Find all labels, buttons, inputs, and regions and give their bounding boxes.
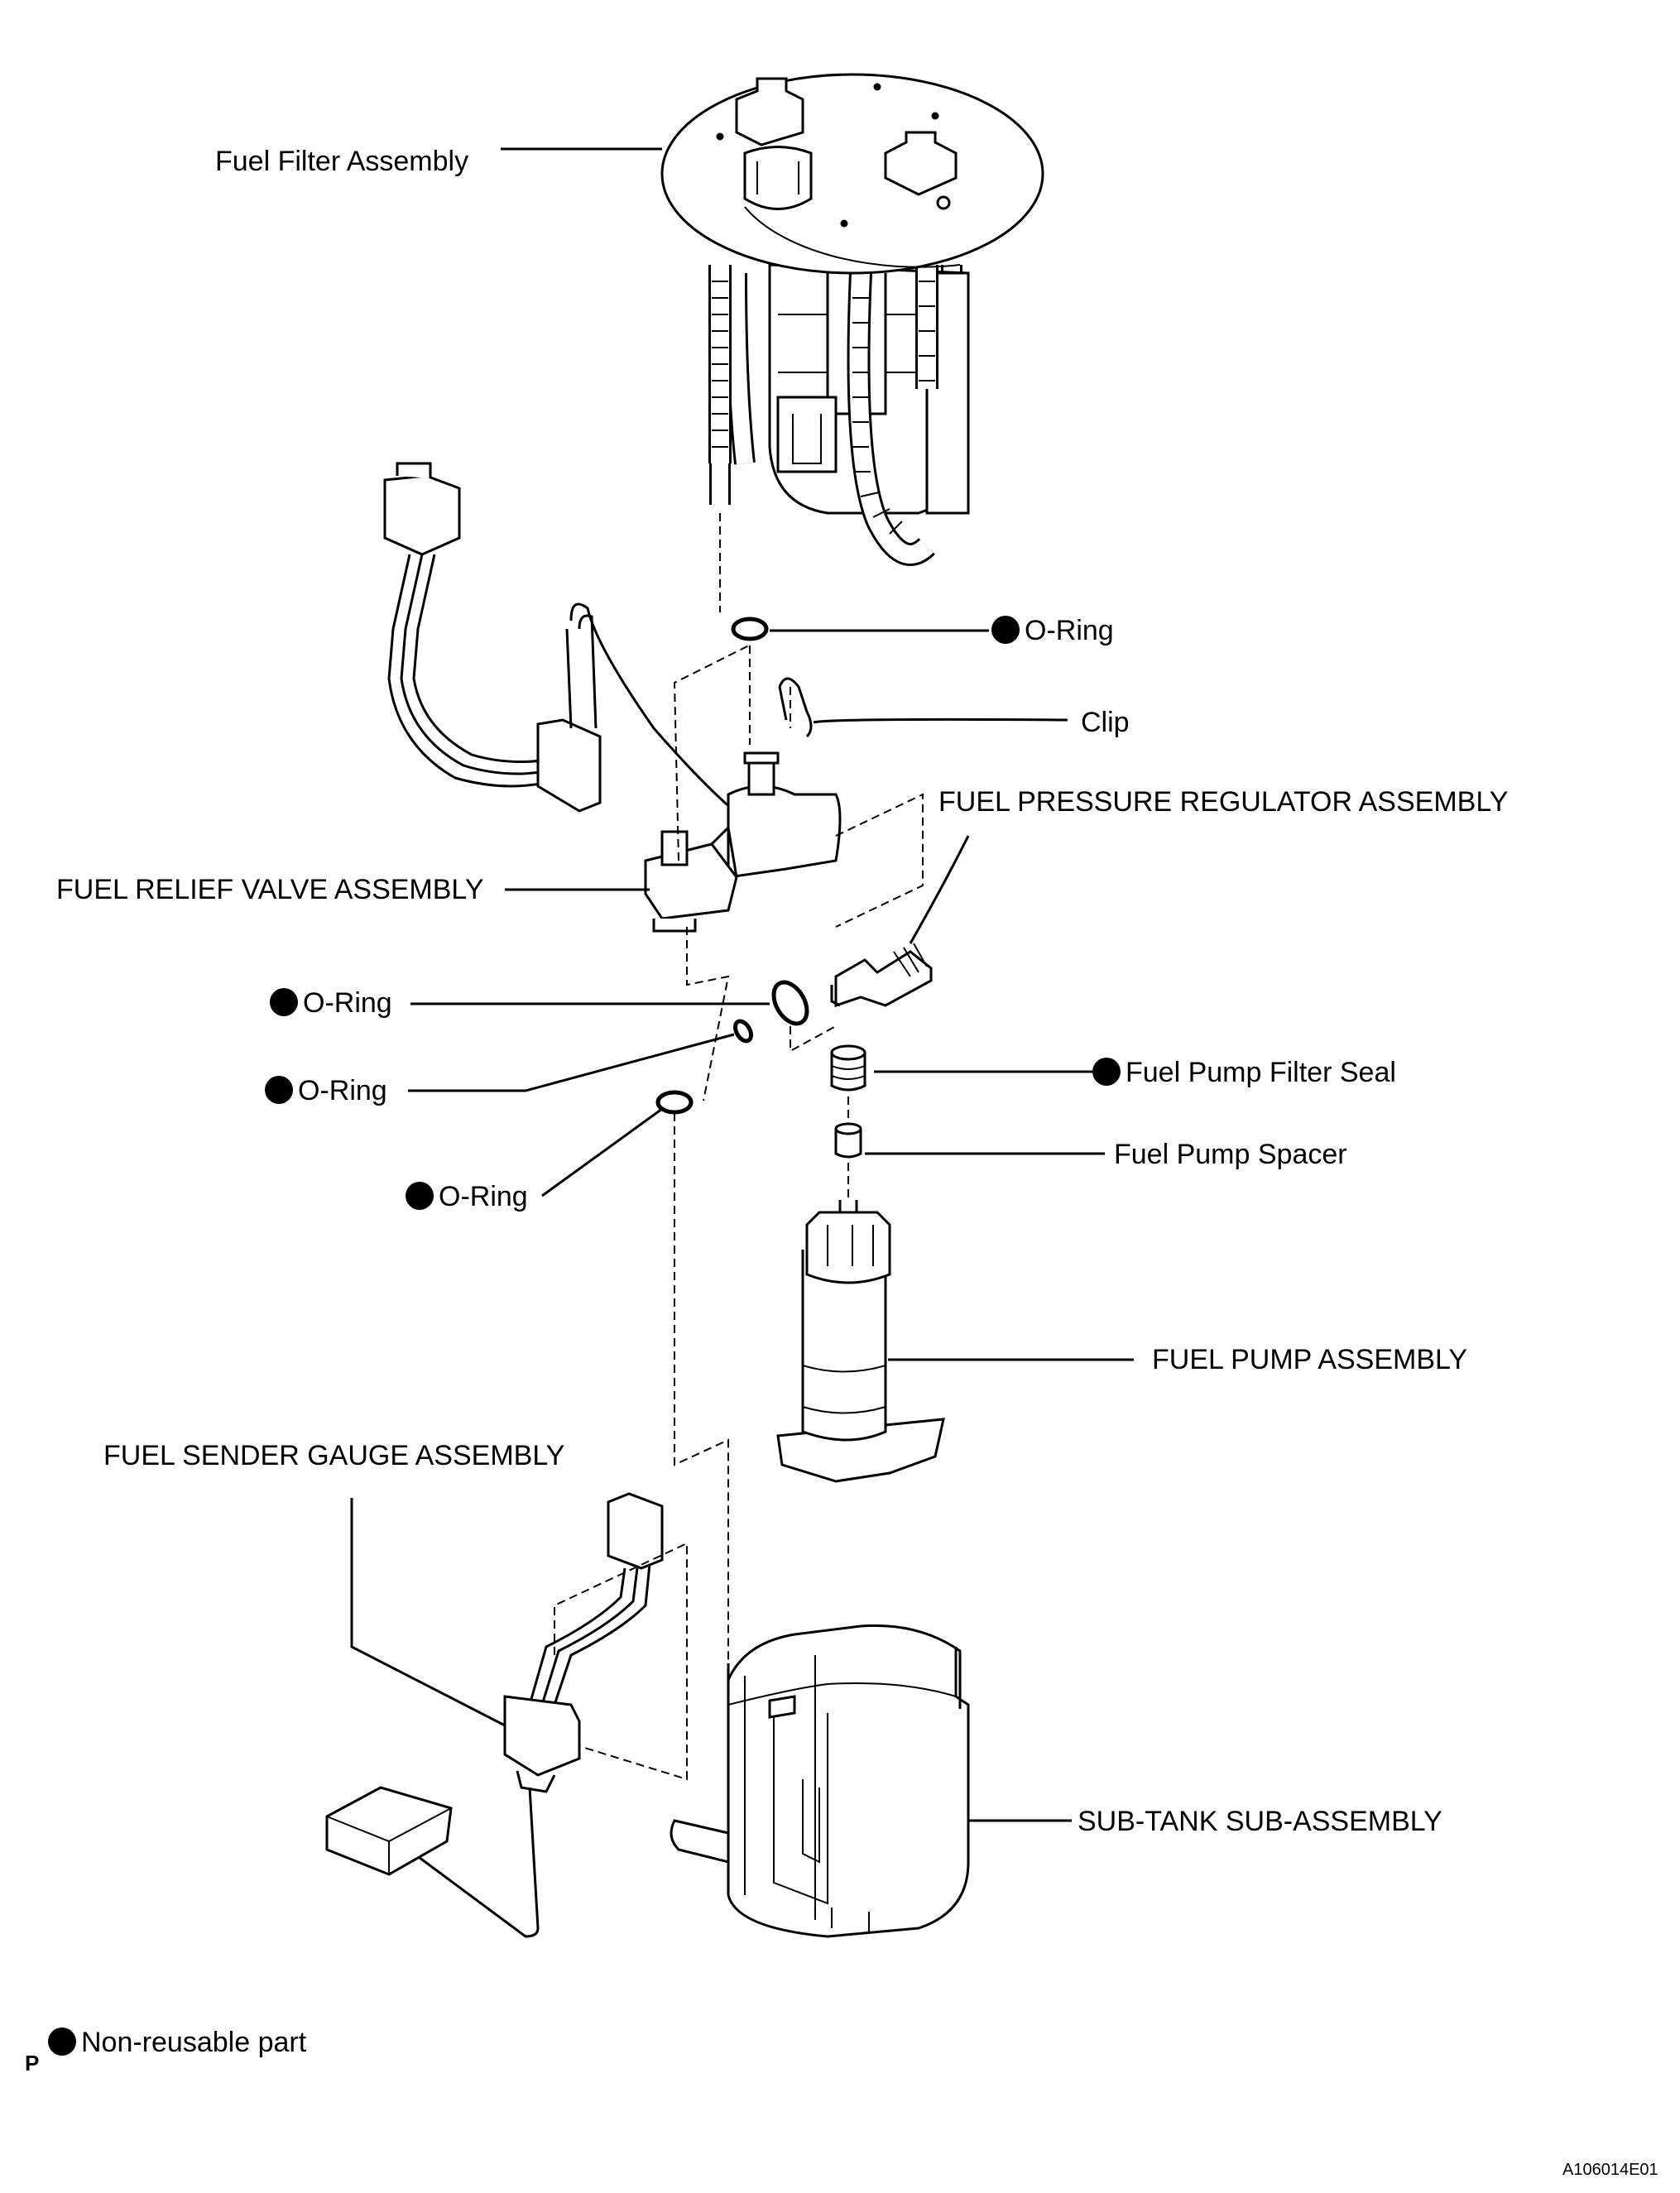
o-ring-top — [731, 617, 769, 641]
label-o-ring-a: O-Ring — [270, 988, 392, 1017]
label-o-ring-b: O-Ring — [265, 1076, 387, 1105]
black-dot-icon — [270, 988, 298, 1016]
legend-non-reusable: Non-reusable part — [48, 2027, 306, 2056]
label-fuel-sender-gauge-assembly: FUEL SENDER GAUGE ASSEMBLY — [103, 1440, 565, 1471]
legend-text: Non-reusable part — [81, 2027, 307, 2058]
label-o-ring-top: O-Ring — [991, 616, 1114, 645]
pump-spacer-drawing — [834, 1122, 862, 1159]
label-o-ring-top-text: O-Ring — [1025, 615, 1114, 646]
fuel-filter-assembly-drawing — [660, 73, 1044, 566]
black-dot-icon — [265, 1076, 293, 1104]
fuel-sender-gauge-drawing — [325, 1492, 664, 1938]
label-clip: Clip — [1081, 707, 1130, 738]
label-o-ring-b-text: O-Ring — [298, 1075, 387, 1106]
regulator-body-drawing — [644, 751, 842, 933]
label-fuel-relief-valve-assembly: FUEL RELIEF VALVE ASSEMBLY — [56, 874, 484, 905]
label-fuel-pump-assembly: FUEL PUMP ASSEMBLY — [1152, 1344, 1468, 1375]
o-ring-regulator — [771, 980, 809, 1026]
label-sub-tank-sub-assembly: SUB-TANK SUB-ASSEMBLY — [1078, 1806, 1442, 1837]
sub-tank-drawing — [670, 1624, 970, 1938]
figure-id: A106014E01 — [1562, 2161, 1658, 2179]
black-dot-icon — [406, 1182, 434, 1210]
black-dot-icon — [991, 616, 1020, 644]
clip-drawing — [778, 677, 813, 738]
assembly-guide-lines — [554, 513, 924, 1781]
label-fuel-pump-filter-seal-text: Fuel Pump Filter Seal — [1126, 1057, 1396, 1088]
o-ring-small — [733, 1019, 753, 1044]
label-o-ring-c-text: O-Ring — [439, 1181, 528, 1212]
label-o-ring-c: O-Ring — [406, 1182, 528, 1211]
black-dot-icon — [48, 2027, 76, 2056]
label-o-ring-a-text: O-Ring — [303, 987, 392, 1019]
label-fuel-pump-filter-seal: Fuel Pump Filter Seal — [1092, 1058, 1396, 1087]
wire-harness-drawing — [383, 462, 746, 821]
fuel-pump-drawing — [776, 1200, 945, 1483]
pressure-regulator-drawing — [830, 943, 933, 1008]
legend-corner-letter: P — [25, 2051, 40, 2075]
label-fuel-filter-assembly: Fuel Filter Assembly — [215, 146, 469, 177]
filter-seal-drawing — [830, 1044, 866, 1092]
o-ring-lower — [655, 1090, 694, 1115]
label-fuel-pump-spacer: Fuel Pump Spacer — [1114, 1139, 1347, 1170]
label-fuel-pressure-regulator-assembly: FUEL PRESSURE REGULATOR ASSEMBLY — [938, 786, 1509, 818]
leader-lines — [350, 147, 1134, 1822]
black-dot-icon — [1092, 1058, 1121, 1086]
